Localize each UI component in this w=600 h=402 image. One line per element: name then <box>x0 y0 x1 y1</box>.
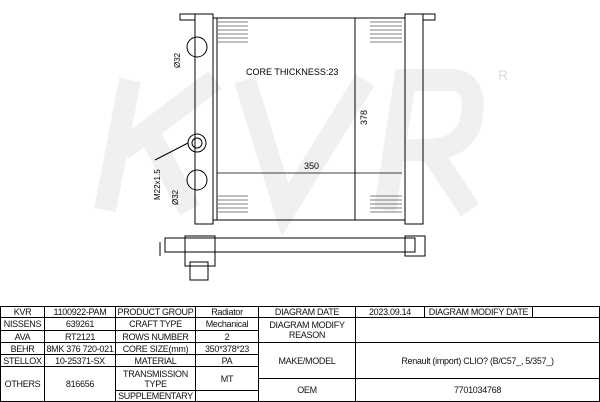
kvr-watermark <box>94 69 484 237</box>
registered-mark: R <box>498 67 508 83</box>
prop-value: Mechanical <box>195 317 259 331</box>
prop-label: SUPPLEMENTARY <box>115 390 196 402</box>
oem: 7701034768 <box>355 378 600 402</box>
height-dimension: 378 <box>359 110 369 125</box>
brand-code: 816656 <box>44 366 116 402</box>
width-dimension: 350 <box>304 161 319 171</box>
brand-code: 639261 <box>44 317 116 331</box>
radiator-drawing: R CORE THICKNESS:23 378 350 Ø32 Ø32 M22x… <box>94 13 508 281</box>
prop-value <box>195 390 259 402</box>
prop-label: TRANSMISSION TYPE <box>115 366 196 391</box>
prop-label: CRAFT TYPE <box>115 317 196 331</box>
prop-value: MT <box>195 366 259 391</box>
modify-reason <box>355 317 600 343</box>
pipe-bottom-dimension: Ø32 <box>171 189 180 205</box>
pipe-top-dimension: Ø32 <box>173 52 182 68</box>
core-fins <box>218 21 402 213</box>
make-model: Renault (import) CLIO? (B/C57_, 5/357_) <box>355 342 600 379</box>
core-thickness-label: CORE THICKNESS:23 <box>246 67 338 77</box>
brand-name: NISSENS <box>0 317 45 331</box>
dimension-lines <box>217 22 402 216</box>
radiator-outline <box>154 13 436 281</box>
modify-reason-label: DIAGRAM MODIFY REASON <box>258 317 356 343</box>
make-model-label: MAKE/MODEL <box>258 342 356 379</box>
oem-label: OEM <box>258 378 356 402</box>
thread-dimension: M22x1.5 <box>153 169 162 200</box>
brand-name: OTHERS <box>0 366 45 402</box>
